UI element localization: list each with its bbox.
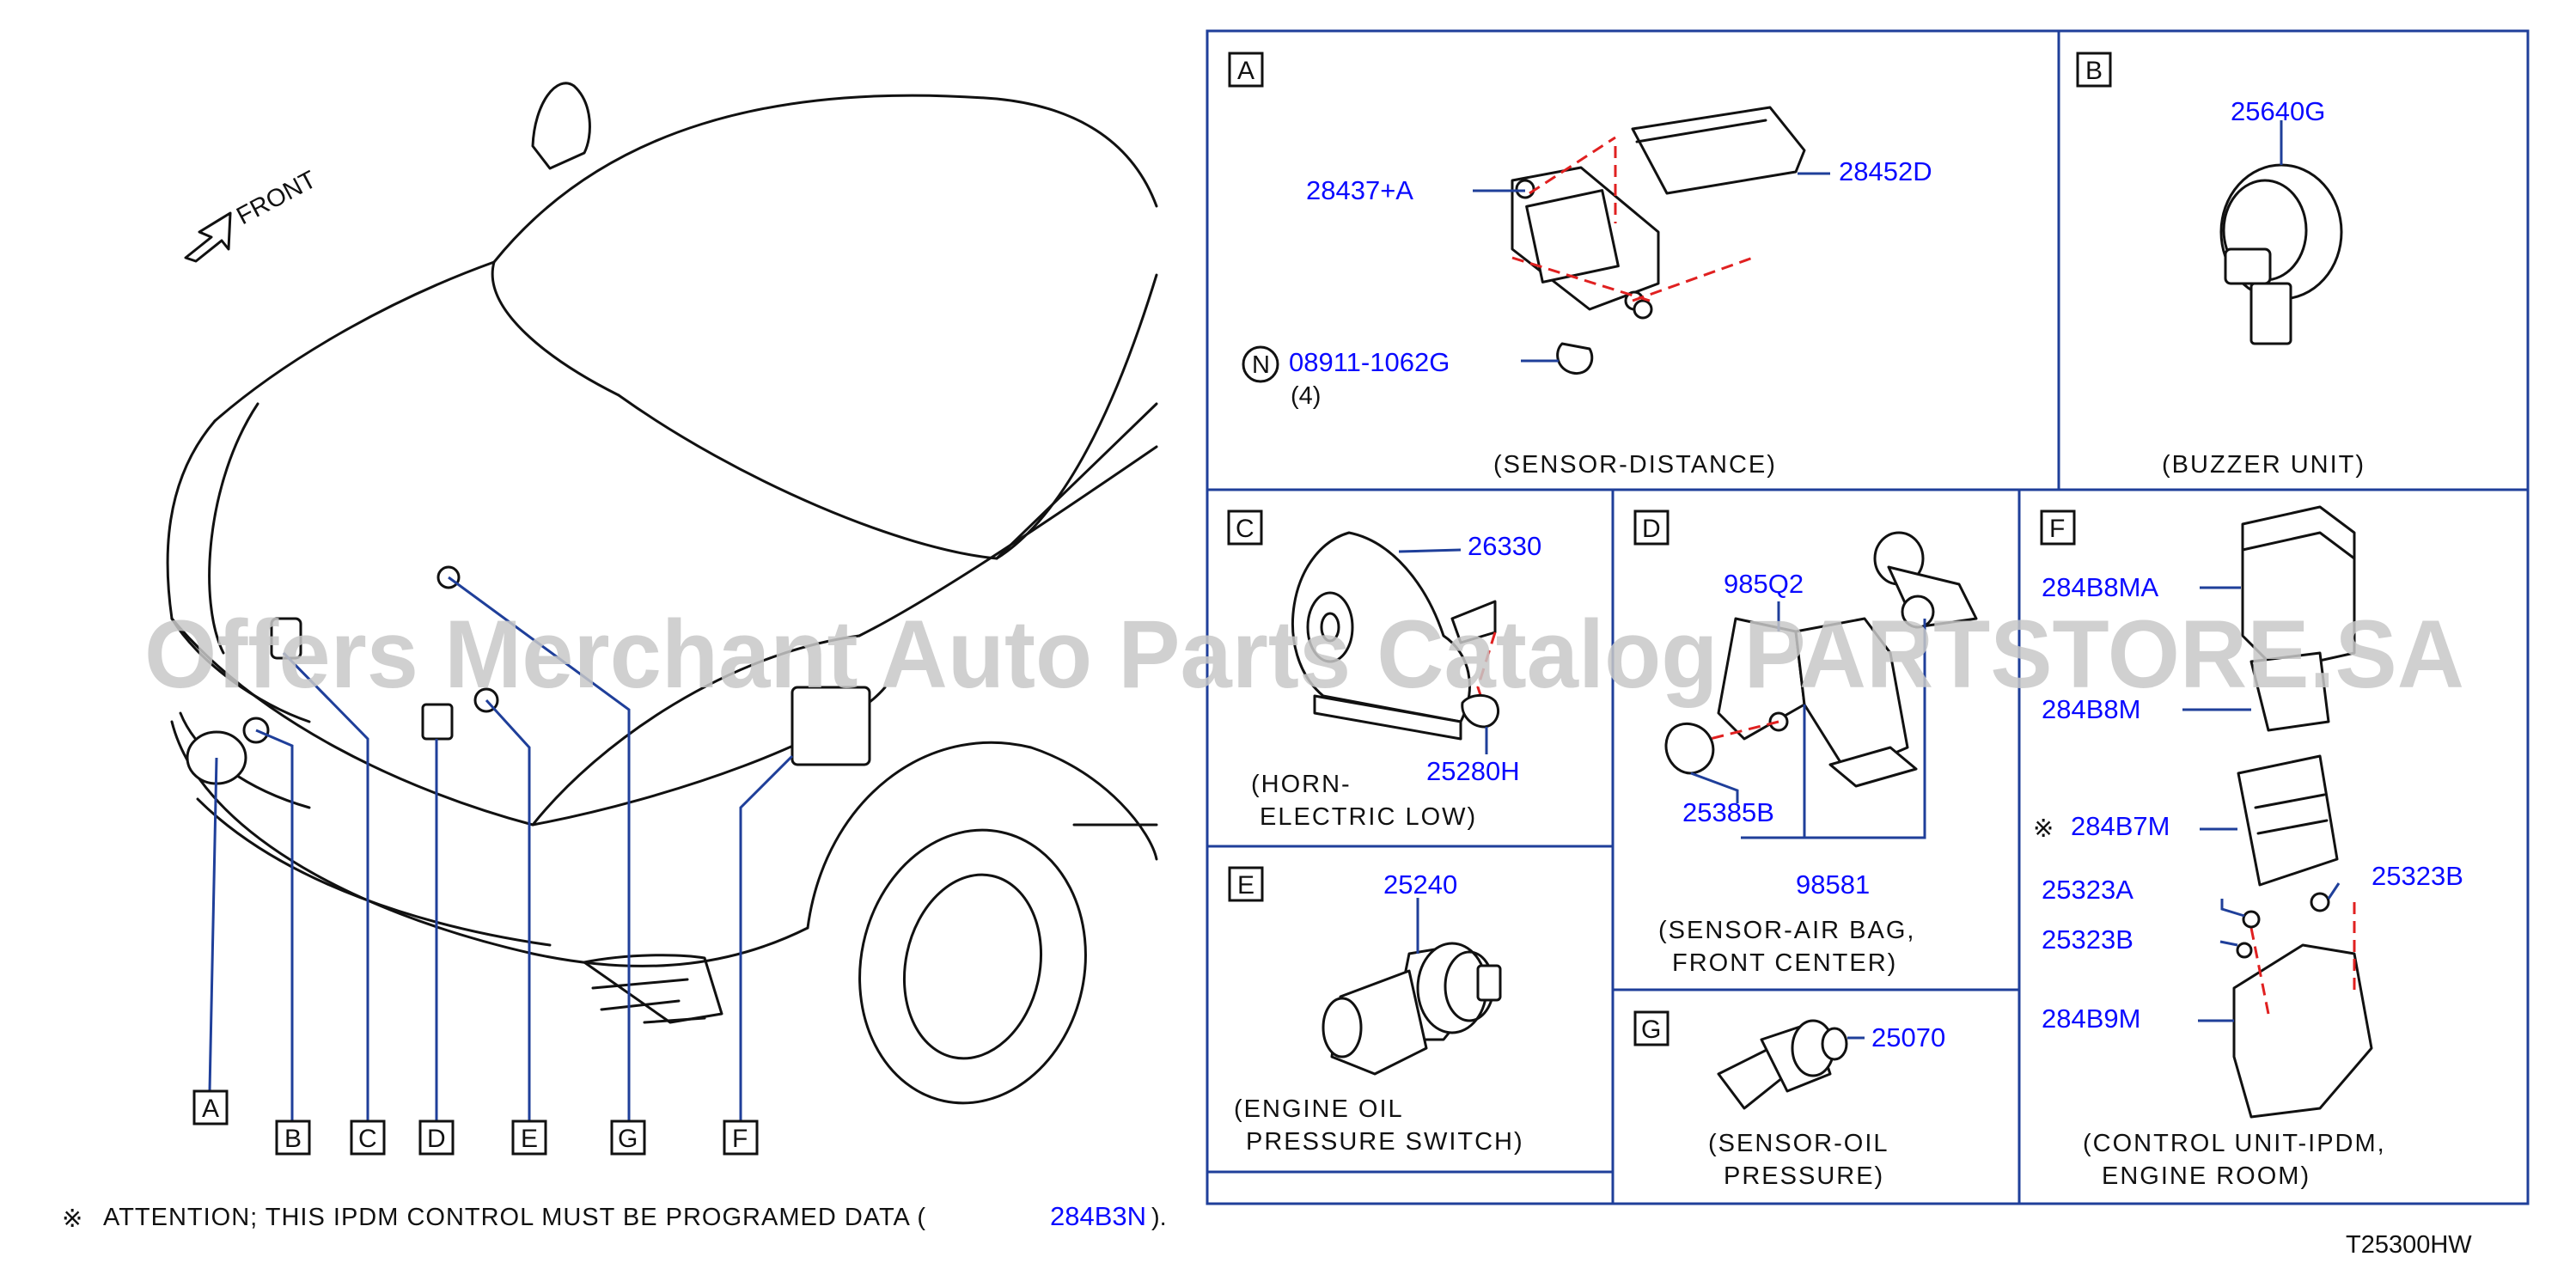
part-25240[interactable]: 25240	[1383, 869, 1457, 900]
panel-grid	[1206, 29, 2530, 1205]
horn-illustration	[1291, 531, 1499, 741]
panel-d-caption-line2: FRONT CENTER)	[1672, 949, 1897, 977]
panel-b: B 25640G (BUZZER UNIT)	[2076, 52, 2365, 479]
panel-f-caption-line1: (CONTROL UNIT-IPDM,	[2083, 1130, 2386, 1157]
panel-d: D 985Q2 25385B 98581 (SENSOR-AIR BAG, FR…	[1633, 509, 1978, 977]
part-25070[interactable]: 25070	[1871, 1022, 1945, 1052]
attention-note: ※ ATTENTION; THIS IPDM CONTROL MUST BE P…	[62, 1201, 1167, 1233]
callout-e-label: E	[521, 1125, 538, 1153]
part-985q2[interactable]: 985Q2	[1724, 569, 1804, 599]
panel-d-caption-line1: (SENSOR-AIR BAG,	[1658, 917, 1916, 944]
part-08911-qty: (4)	[1291, 382, 1321, 410]
attention-symbol: ※	[62, 1205, 82, 1233]
part-25280h[interactable]: 25280H	[1426, 756, 1520, 786]
panel-e-letter: E	[1237, 871, 1254, 900]
diagram-code: T25300HW	[2346, 1231, 2472, 1259]
callout-a-label: A	[202, 1095, 219, 1123]
callout-g-label: G	[618, 1125, 638, 1153]
panel-g-caption-line1: (SENSOR-OIL	[1708, 1130, 1889, 1157]
part-25323b-upper[interactable]: 25323B	[2372, 861, 2463, 891]
callout-g[interactable]: G	[610, 1119, 646, 1156]
part-284b8ma[interactable]: 284B8MA	[2042, 572, 2158, 602]
part-08911-1062g[interactable]: 08911-1062G	[1289, 347, 1450, 377]
callout-b-label: B	[284, 1125, 302, 1153]
distance-sensor-illustration	[1511, 106, 1806, 375]
part-28452d[interactable]: 28452D	[1839, 156, 1932, 186]
panel-c-letter: C	[1236, 515, 1254, 543]
part-284b8m[interactable]: 284B8M	[2042, 694, 2140, 724]
part-284b9m[interactable]: 284B9M	[2042, 1004, 2140, 1034]
car-outline	[166, 82, 1158, 1105]
panel-c: C 26330 25280H (HORN- ELECTRIC LOW)	[1227, 509, 1541, 831]
attention-part-number[interactable]: 284B3N	[1050, 1201, 1146, 1231]
panel-e: E 25240 (ENGINE OIL PRESSURE SWITCH)	[1228, 866, 1524, 1156]
panel-a: A 28437+A 28452D N 08911-1062G (4) (	[1228, 52, 1932, 479]
callout-f-label: F	[732, 1125, 748, 1153]
panel-a-letter: A	[1237, 57, 1254, 85]
note-n-label: N	[1252, 351, 1270, 379]
front-arrow-icon	[184, 211, 232, 263]
callout-b[interactable]: B	[275, 1119, 311, 1156]
callout-c[interactable]: C	[350, 1119, 386, 1156]
part-25323a[interactable]: 25323A	[2042, 875, 2133, 905]
part-28437-a[interactable]: 28437+A	[1306, 175, 1413, 205]
panel-d-letter: D	[1642, 515, 1661, 543]
front-label: FRONT	[232, 166, 320, 230]
ipdm-note-symbol: ※	[2033, 815, 2054, 843]
ipdm-illustration	[2232, 505, 2373, 1119]
panel-f: F 284B8MA 284B8M ※ 284B7M 25323A 25323B …	[2033, 505, 2463, 1190]
oil-pressure-switch-illustration	[1322, 942, 1502, 1076]
panel-a-letter-box	[1228, 52, 1264, 88]
part-25385b[interactable]: 25385B	[1682, 797, 1774, 827]
panel-a-caption: (SENSOR-DISTANCE)	[1493, 451, 1777, 479]
part-25640g[interactable]: 25640G	[2231, 96, 2325, 126]
part-98581[interactable]: 98581	[1796, 869, 1870, 900]
panel-c-caption-line2: ELECTRIC LOW)	[1260, 803, 1477, 831]
part-284b7m[interactable]: 284B7M	[2071, 811, 2170, 841]
watermark: Offers Merchant Auto Parts Catalog PARTS…	[144, 601, 2464, 708]
attention-close: ).	[1151, 1204, 1167, 1231]
panel-e-caption-line1: (ENGINE OIL	[1234, 1095, 1404, 1123]
callout-c-label: C	[358, 1125, 377, 1153]
callout-d[interactable]: D	[418, 1119, 455, 1156]
callout-d-label: D	[427, 1125, 446, 1153]
panel-f-caption-line2: ENGINE ROOM)	[2102, 1162, 2310, 1190]
panel-g: G 25070 (SENSOR-OIL PRESSURE)	[1633, 1010, 1945, 1190]
callout-e[interactable]: E	[511, 1119, 547, 1156]
buzzer-illustration	[2219, 163, 2343, 345]
panel-b-letter: B	[2085, 57, 2103, 85]
callout-f[interactable]: F	[723, 1119, 759, 1156]
panel-c-caption-line1: (HORN-	[1251, 771, 1352, 798]
part-25323b-lower[interactable]: 25323B	[2042, 924, 2133, 955]
part-26330[interactable]: 26330	[1468, 531, 1541, 561]
airbag-sensor-illustration	[1664, 531, 1978, 788]
note-n-icon: N	[1242, 345, 1279, 383]
panel-e-caption-line2: PRESSURE SWITCH)	[1246, 1128, 1524, 1156]
callout-a[interactable]: A	[192, 1089, 229, 1126]
panel-g-letter: G	[1641, 1016, 1661, 1044]
leader-lines	[208, 576, 794, 1121]
panel-g-caption-line2: PRESSURE)	[1724, 1162, 1884, 1190]
panel-f-letter: F	[2049, 515, 2065, 543]
vehicle-overview: FRONT	[166, 82, 1158, 1156]
panel-b-caption: (BUZZER UNIT)	[2162, 451, 2365, 479]
attention-text: ATTENTION; THIS IPDM CONTROL MUST BE PRO…	[103, 1204, 926, 1231]
oil-pressure-sensor-illustration	[1717, 1019, 1848, 1110]
